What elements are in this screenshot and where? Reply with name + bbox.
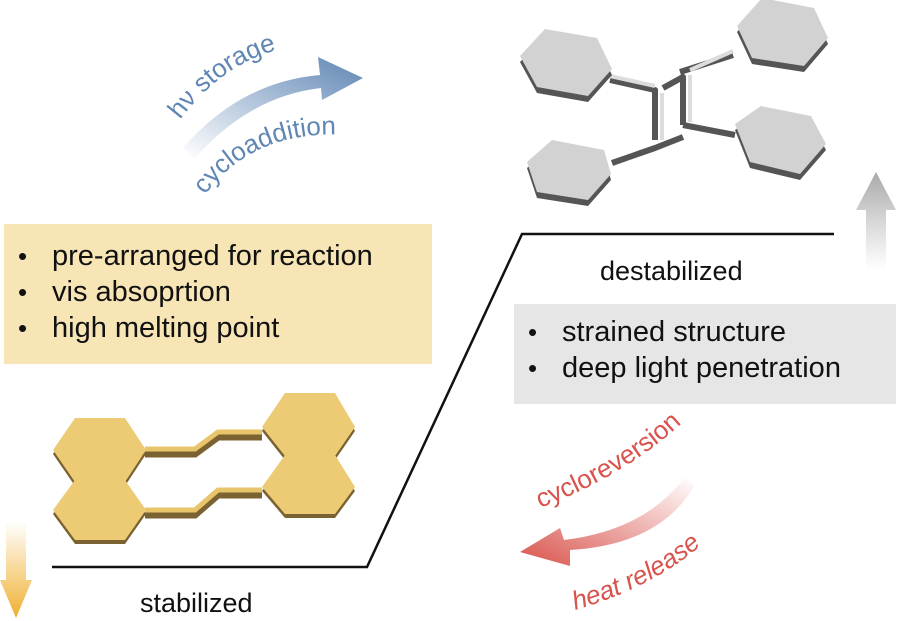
release-top-label: cycloreversion — [531, 405, 686, 513]
svg-text:cycloreversion: cycloreversion — [531, 405, 686, 513]
strained-properties-list: strained structure deep light penetratio… — [514, 314, 896, 386]
stable-properties-box: pre-arranged for reaction vis absoprtion… — [4, 224, 432, 364]
stable-properties-list: pre-arranged for reaction vis absoprtion… — [4, 238, 432, 346]
property-item: pre-arranged for reaction — [4, 238, 432, 274]
energy-level-line — [52, 232, 834, 569]
arrow-up-icon — [856, 172, 896, 270]
dimer-bottom — [53, 455, 355, 544]
strained-properties-box: strained structure deep light penetratio… — [514, 304, 896, 404]
svg-text:hν storage: hν storage — [161, 27, 278, 123]
stacked-dimer-pair — [53, 393, 355, 544]
release-arrow: cycloreversion heat release — [520, 405, 705, 616]
storage-top-label: hν storage — [161, 27, 278, 123]
property-item: vis absoprtion — [4, 274, 432, 310]
destabilized-label: destabilized — [600, 256, 743, 286]
dimer-top — [53, 393, 355, 486]
cyclobutane-adduct — [520, 0, 828, 206]
property-item: deep light penetration — [514, 350, 896, 386]
curved-arrow-left-icon — [520, 478, 695, 566]
property-item: strained structure — [514, 314, 896, 350]
curved-arrow-right-icon — [183, 57, 363, 158]
stabilized-label: stabilized — [140, 588, 253, 618]
arrow-down-icon — [0, 522, 32, 618]
storage-arrow: hν storage cycloaddition — [161, 27, 363, 199]
property-item: high melting point — [4, 310, 432, 346]
